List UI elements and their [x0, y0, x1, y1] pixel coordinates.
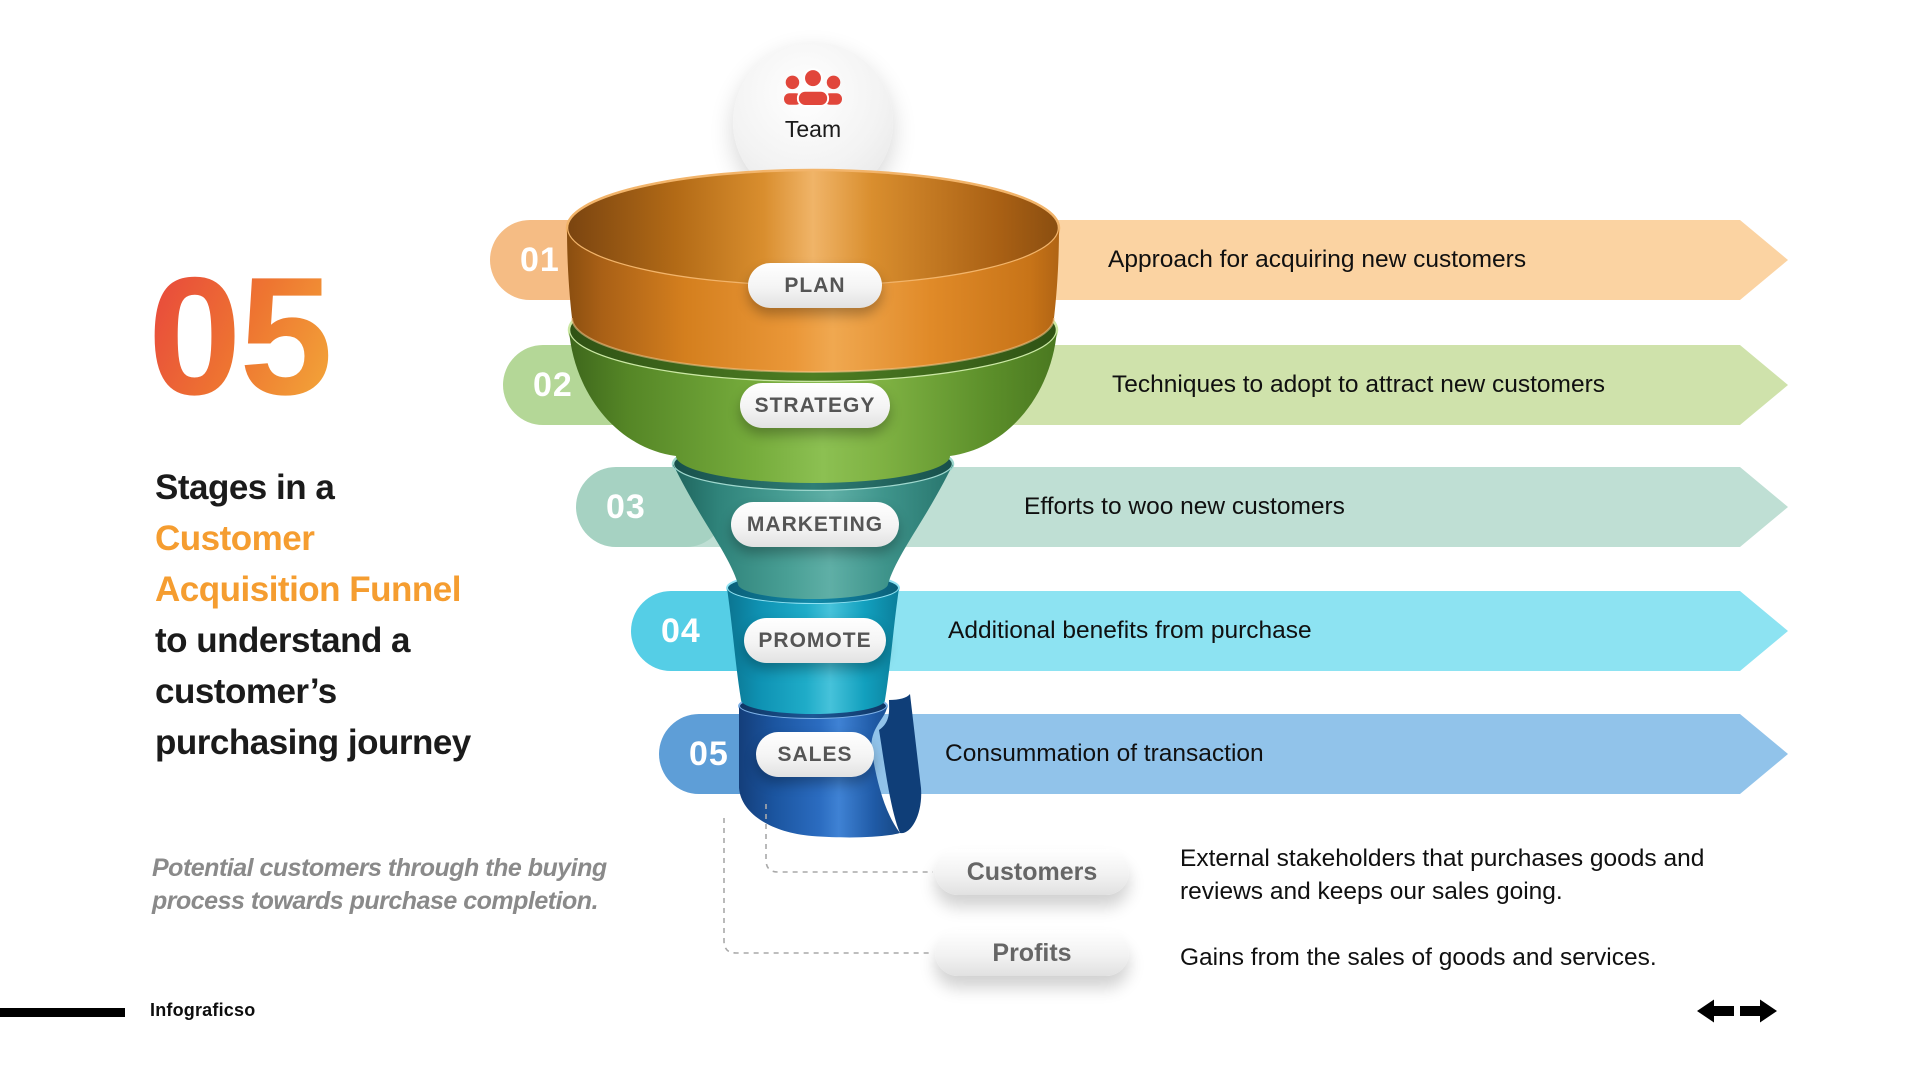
outcome-pill-customers: Customers [935, 849, 1129, 895]
funnel-label-plan: PLAN [748, 263, 882, 308]
footer-rule [0, 1008, 125, 1017]
stage-description-1: Approach for acquiring new customers [1108, 246, 1527, 273]
funnel-label-sales: SALES [756, 732, 874, 777]
next-arrow-icon [1740, 999, 1777, 1023]
page-subtitle: Potential customers through the buying p… [152, 854, 607, 915]
stage-description-4: Additional benefits from purchase [948, 617, 1312, 644]
stage-number-5: 05 [689, 734, 729, 773]
next-button[interactable] [1738, 998, 1778, 1024]
title-line-1: Stages in a [155, 468, 335, 507]
funnel-label-marketing: MARKETING [731, 502, 899, 547]
funnel-label-strategy: STRATEGY [740, 383, 890, 428]
prev-button[interactable] [1696, 998, 1736, 1024]
outcome-pill-profits: Profits [935, 930, 1129, 976]
stage-description-3: Efforts to woo new customers [1024, 493, 1345, 520]
stage-number-1: 01 [520, 240, 560, 279]
page-title: Stages in a Customer Acquisition Funnel … [155, 462, 471, 768]
title-line-3: Acquisition Funnel [155, 570, 461, 609]
team-label: Team [784, 116, 842, 142]
stage-number-2: 02 [533, 365, 573, 404]
stage-number-3: 03 [606, 487, 646, 526]
brand-name: Infograficso [150, 1000, 256, 1020]
stage-number-4: 04 [661, 611, 701, 650]
funnel-label-promote: PROMOTE [744, 618, 886, 663]
team-people-icon [784, 68, 842, 107]
outcome-description-profits: Gains from the sales of goods and servic… [1180, 944, 1657, 971]
outcome-description-customers: External stakeholders that purchases goo… [1180, 845, 1705, 905]
big-stage-count: 05 [148, 242, 333, 430]
title-line-6: purchasing journey [155, 723, 471, 762]
title-line-2: Customer [155, 519, 315, 558]
stage-description-5: Consummation of transaction [945, 740, 1264, 767]
outcome-connector-lines [723, 804, 933, 954]
title-line-4: to understand a [155, 621, 411, 660]
prev-arrow-icon [1697, 999, 1734, 1023]
title-line-5: customer’s [155, 672, 337, 711]
stage-description-2: Techniques to adopt to attract new custo… [1112, 371, 1605, 398]
